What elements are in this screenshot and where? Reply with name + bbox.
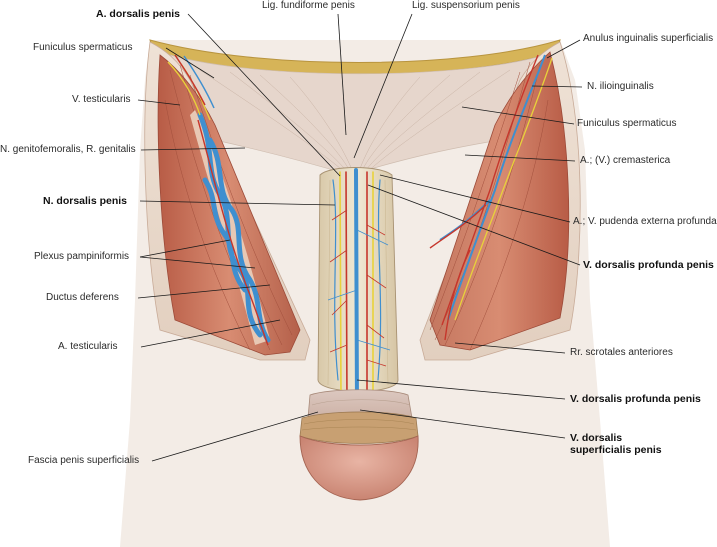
label-v-dorsalis-superficialis-line2: superficialis penis: [570, 444, 662, 456]
leader-lines: [137, 13, 583, 462]
label-ductus-deferens: Ductus deferens: [46, 292, 119, 303]
label-rr-scrotales-anteriores: Rr. scrotales anteriores: [570, 347, 673, 358]
label-n-genitofemoralis: N. genitofemoralis, R. genitalis: [0, 144, 136, 155]
label-a-v-pudenda-externa-profunda: A.; V. pudenda externa profunda: [573, 216, 717, 227]
abdominal-fascia: [169, 54, 546, 176]
label-v-testicularis: V. testicularis: [72, 94, 131, 105]
shaft-branches: [329, 209, 387, 367]
fascia-fibers: [199, 69, 511, 176]
label-a-v-cremasterica: A.; (V.) cremasterica: [580, 155, 671, 166]
glans: [299, 435, 419, 501]
label-anulus-inguinalis-superficialis: Anulus inguinalis superficialis: [583, 33, 714, 44]
label-v-dorsalis-profunda-penis-1: V. dorsalis profunda penis: [583, 259, 714, 271]
label-plexus-pampiniformis: Plexus pampiniformis: [34, 251, 130, 262]
prepuce: [299, 411, 419, 444]
label-funiculus-spermaticus-left: Funiculus spermaticus: [33, 42, 133, 53]
left-testicular-artery: [197, 119, 269, 346]
label-funiculus-spermaticus-right: Funiculus spermaticus: [577, 118, 677, 129]
right-arteries: [429, 54, 539, 341]
label-v-dorsalis-profunda-penis-2: V. dorsalis profunda penis: [570, 393, 701, 405]
label-fascia-penis-superficialis: Fascia penis superficialis: [28, 455, 140, 466]
label-lig-fundiforme-penis: Lig. fundiforme penis: [262, 0, 355, 11]
right-nerves: [454, 57, 553, 321]
label-n-ilioinguinalis: N. ilioinguinalis: [587, 81, 654, 92]
label-a-testicularis: A. testicularis: [58, 341, 118, 352]
label-v-dorsalis-superficialis-line1: V. dorsalis: [570, 432, 623, 444]
label-n-dorsalis-penis: N. dorsalis penis: [43, 195, 128, 207]
label-a-dorsalis-penis: A. dorsalis penis: [96, 8, 181, 20]
label-lig-suspensorium-penis: Lig. suspensorium penis: [412, 0, 520, 11]
